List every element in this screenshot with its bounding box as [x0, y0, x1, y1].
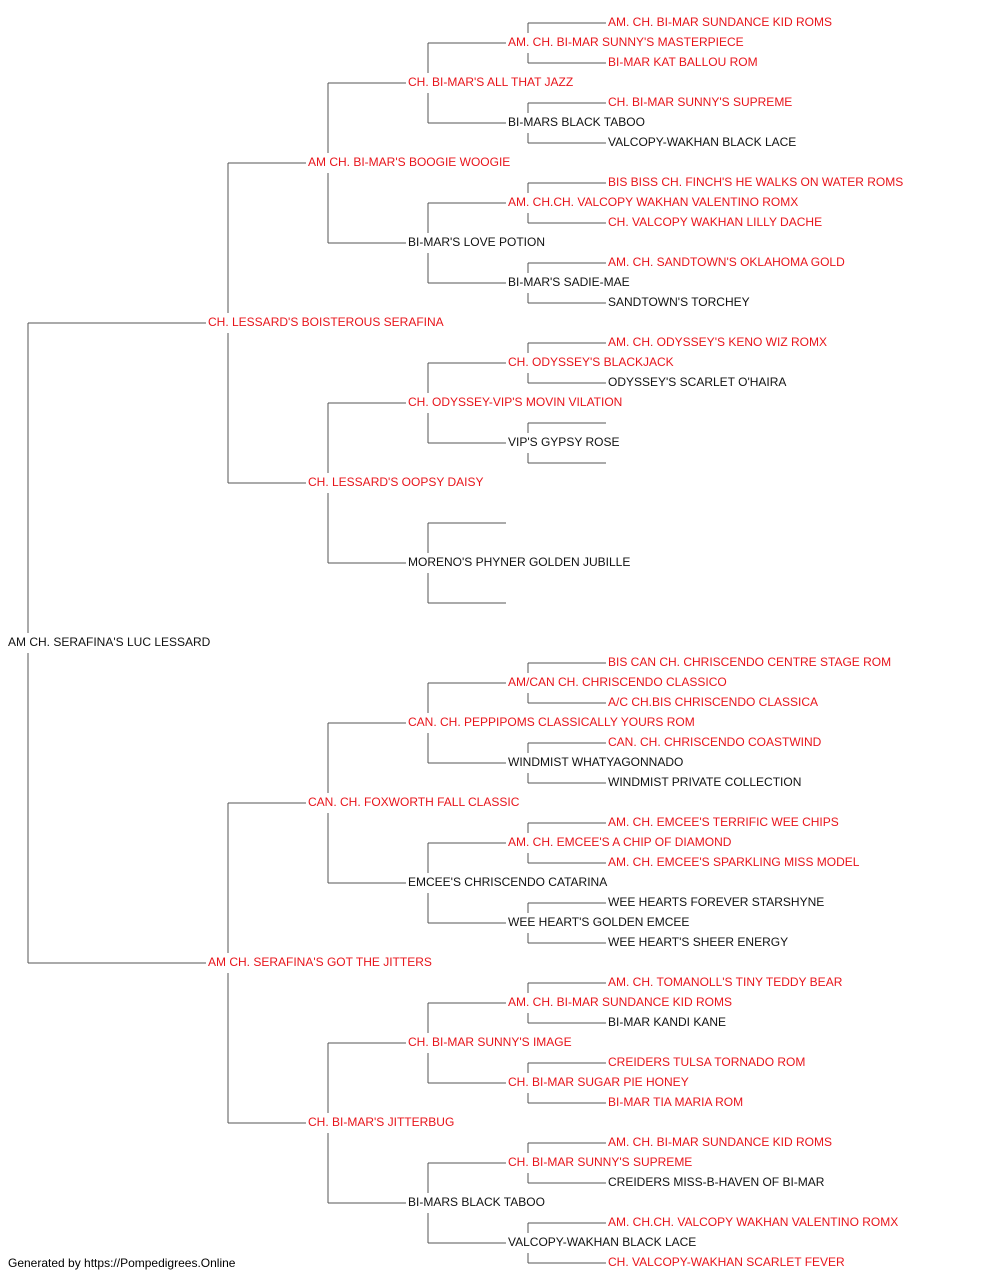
- ancestor-name: A/C CH.BIS CHRISCENDO CLASSICA: [608, 695, 818, 709]
- ancestor-name: AM. CH. BI-MAR SUNNY'S MASTERPIECE: [508, 35, 744, 49]
- ancestor-name: MORENO'S PHYNER GOLDEN JUBILLE: [408, 555, 630, 569]
- ancestor-name: AM. CH. BI-MAR SUNDANCE KID ROMS: [608, 1135, 832, 1149]
- ancestor-name: BI-MAR KANDI KANE: [608, 1015, 726, 1029]
- ancestor-name: AM. CH. EMCEE'S A CHIP OF DIAMOND: [508, 835, 732, 849]
- ancestor-name: WEE HEART'S SHEER ENERGY: [608, 935, 788, 949]
- ancestor-name: BI-MARS BLACK TABOO: [508, 115, 645, 129]
- ancestor-name: CH. BI-MAR'S ALL THAT JAZZ: [408, 75, 573, 89]
- ancestor-name: BI-MAR'S SADIE-MAE: [508, 275, 630, 289]
- ancestor-name: AM. CH.CH. VALCOPY WAKHAN VALENTINO ROMX: [508, 195, 798, 209]
- footer-credit: Generated by https://Pompedigrees.Online: [8, 1256, 236, 1270]
- ancestor-name: BI-MAR TIA MARIA ROM: [608, 1095, 743, 1109]
- ancestor-name: CH. ODYSSEY'S BLACKJACK: [508, 355, 674, 369]
- ancestor-name: AM. CH. TOMANOLL'S TINY TEDDY BEAR: [608, 975, 843, 989]
- ancestor-name: WINDMIST WHATYAGONNADO: [508, 755, 683, 769]
- ancestor-name: AM CH. BI-MAR'S BOOGIE WOOGIE: [308, 155, 510, 169]
- ancestor-name: BIS CAN CH. CHRISCENDO CENTRE STAGE ROM: [608, 655, 891, 669]
- ancestor-name: SANDTOWN'S TORCHEY: [608, 295, 750, 309]
- ancestor-name: AM. CH. SANDTOWN'S OKLAHOMA GOLD: [608, 255, 845, 269]
- ancestor-name: CH. BI-MAR'S JITTERBUG: [308, 1115, 454, 1129]
- ancestor-name: BIS BISS CH. FINCH'S HE WALKS ON WATER R…: [608, 175, 903, 189]
- ancestor-name: CH. VALCOPY-WAKHAN SCARLET FEVER: [608, 1255, 845, 1269]
- ancestor-name: CREIDERS TULSA TORNADO ROM: [608, 1055, 805, 1069]
- ancestor-name: AM. CH. BI-MAR SUNDANCE KID ROMS: [608, 15, 832, 29]
- ancestor-name: WEE HEART'S GOLDEN EMCEE: [508, 915, 689, 929]
- ancestor-name: CH. BI-MAR SUNNY'S IMAGE: [408, 1035, 572, 1049]
- ancestor-name: BI-MAR'S LOVE POTION: [408, 235, 545, 249]
- ancestor-name: AM. CH. EMCEE'S SPARKLING MISS MODEL: [608, 855, 860, 869]
- ancestor-name: VIP'S GYPSY ROSE: [508, 435, 619, 449]
- ancestor-name: CH. LESSARD'S OOPSY DAISY: [308, 475, 483, 489]
- ancestor-name: AM. CH. ODYSSEY'S KENO WIZ ROMX: [608, 335, 827, 349]
- ancestor-name: AM. CH. BI-MAR SUNDANCE KID ROMS: [508, 995, 732, 1009]
- subject-name: AM CH. SERAFINA'S LUC LESSARD: [8, 635, 211, 649]
- ancestor-name: CH. BI-MAR SUNNY'S SUPREME: [508, 1155, 692, 1169]
- ancestor-name: BI-MARS BLACK TABOO: [408, 1195, 545, 1209]
- ancestor-name: CH. BI-MAR SUGAR PIE HONEY: [508, 1075, 689, 1089]
- ancestor-name: AM. CH.CH. VALCOPY WAKHAN VALENTINO ROMX: [608, 1215, 898, 1229]
- ancestor-name: CAN. CH. CHRISCENDO COASTWIND: [608, 735, 822, 749]
- ancestor-name: ODYSSEY'S SCARLET O'HAIRA: [608, 375, 786, 389]
- ancestor-name: CH. VALCOPY WAKHAN LILLY DACHE: [608, 215, 822, 229]
- ancestor-name: CH. ODYSSEY-VIP'S MOVIN VILATION: [408, 395, 622, 409]
- ancestor-name: CREIDERS MISS-B-HAVEN OF BI-MAR: [608, 1175, 825, 1189]
- ancestor-name: AM. CH. EMCEE'S TERRIFIC WEE CHIPS: [608, 815, 839, 829]
- ancestor-name: CH. LESSARD'S BOISTEROUS SERAFINA: [208, 315, 444, 329]
- ancestor-name: CAN. CH. PEPPIPOMS CLASSICALLY YOURS ROM: [408, 715, 695, 729]
- ancestor-name: VALCOPY-WAKHAN BLACK LACE: [508, 1235, 696, 1249]
- ancestor-name: WEE HEARTS FOREVER STARSHYNE: [608, 895, 824, 909]
- ancestor-name: VALCOPY-WAKHAN BLACK LACE: [608, 135, 796, 149]
- ancestor-name: BI-MAR KAT BALLOU ROM: [608, 55, 758, 69]
- ancestor-name: WINDMIST PRIVATE COLLECTION: [608, 775, 801, 789]
- ancestor-name: AM CH. SERAFINA'S GOT THE JITTERS: [208, 955, 432, 969]
- ancestor-name: EMCEE'S CHRISCENDO CATARINA: [408, 875, 607, 889]
- ancestor-name: CH. BI-MAR SUNNY'S SUPREME: [608, 95, 792, 109]
- ancestor-name: CAN. CH. FOXWORTH FALL CLASSIC: [308, 795, 520, 809]
- ancestor-name: AM/CAN CH. CHRISCENDO CLASSICO: [508, 675, 727, 689]
